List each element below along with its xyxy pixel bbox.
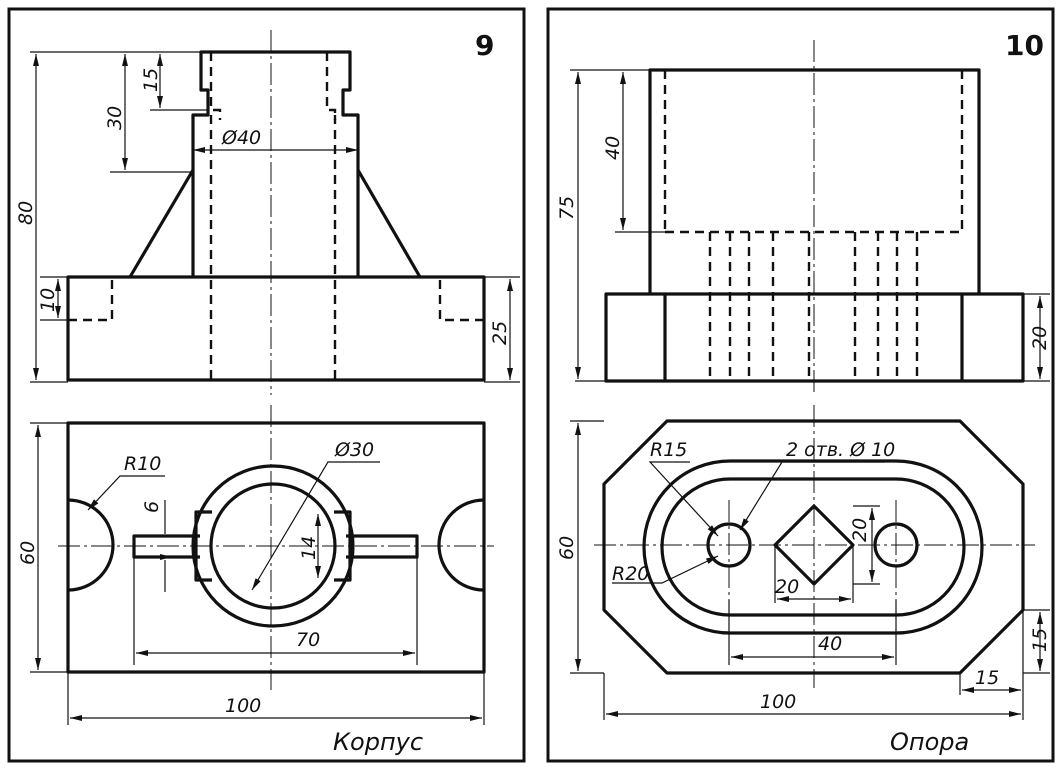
dim-line-6	[158, 500, 172, 592]
ext-lines-top-10	[570, 420, 1050, 720]
ext-lines-top-9	[30, 422, 485, 725]
dim-10: 10	[37, 288, 59, 312]
dim-100-left: 100	[225, 695, 261, 717]
dim-holes: 2 отв. Ø 10	[786, 439, 895, 461]
hidden-pocket-right	[438, 277, 484, 322]
drawing-title-10: Опора	[890, 728, 969, 756]
dim-r20: R20	[612, 563, 649, 585]
dim-80: 80	[15, 201, 37, 225]
right-rib	[356, 169, 422, 278]
dim-70: 70	[296, 629, 320, 651]
drawing-title-9: Корпус	[333, 728, 423, 756]
leader-r15	[648, 461, 719, 537]
drawing-number-9: 9	[475, 29, 494, 62]
dim-60-right: 60	[556, 536, 578, 560]
ext-lines-front-9	[30, 51, 520, 383]
dim-40-front: 40	[602, 136, 624, 160]
dim-60-left: 60	[17, 541, 39, 565]
front-view-10: 40 75 20	[556, 40, 1051, 395]
hidden-pocket-left	[68, 277, 114, 322]
panel-9-frame	[7, 7, 526, 763]
ext-lines-front-10	[570, 69, 1050, 382]
dim-dia40: Ø40	[221, 127, 261, 149]
panel-10-frame	[546, 7, 1055, 763]
dim-75: 75	[556, 196, 578, 220]
top-view-9: 60 100 70 6 14 Ø30 R10	[17, 405, 494, 725]
dim-15: 15	[140, 68, 162, 92]
leader-dia30	[251, 461, 380, 591]
hidden-step-left	[209, 52, 222, 120]
dim-25: 25	[489, 321, 511, 345]
dim-15-h: 15	[975, 667, 999, 689]
dim-r15: R15	[650, 439, 687, 461]
left-rib	[128, 169, 195, 278]
dim-40-top: 40	[818, 633, 842, 655]
outer-rim-slot	[642, 459, 984, 635]
panel-10-opora: 10 40 75 20	[546, 7, 1055, 763]
dim-6: 6	[141, 501, 163, 513]
dim-30: 30	[104, 106, 126, 130]
panel-9-korpus: 9 15 30 80 10 25	[7, 7, 526, 763]
leader-r20	[612, 555, 719, 584]
leader-r10	[87, 475, 165, 511]
dim-100-right: 100	[760, 691, 796, 713]
dim-20-front: 20	[1029, 326, 1051, 350]
top-view-10: 60 100 40 20 20 15 15 2 отв. Ø 10 R15 R2…	[556, 405, 1051, 720]
upper-block	[648, 68, 981, 294]
dim-r10: R10	[124, 453, 161, 475]
right-semicircle-cut	[437, 498, 485, 592]
front-view-9: 15 30 80 10 25 Ø40	[15, 30, 520, 395]
hidden-step-right	[325, 52, 337, 120]
dim-15-v: 15	[1029, 628, 1051, 652]
dim-20-square-h: 20	[849, 518, 871, 542]
drawing-number-10: 10	[1005, 29, 1044, 62]
left-semicircle-cut	[67, 498, 115, 592]
cylinder-body	[191, 50, 360, 277]
dim-20-square-w: 20	[775, 576, 799, 598]
leader-holes	[739, 461, 885, 531]
slot-right	[346, 534, 419, 559]
dim-14: 14	[298, 536, 320, 560]
dim-dia30: Ø30	[334, 439, 374, 461]
base-block	[66, 275, 486, 382]
